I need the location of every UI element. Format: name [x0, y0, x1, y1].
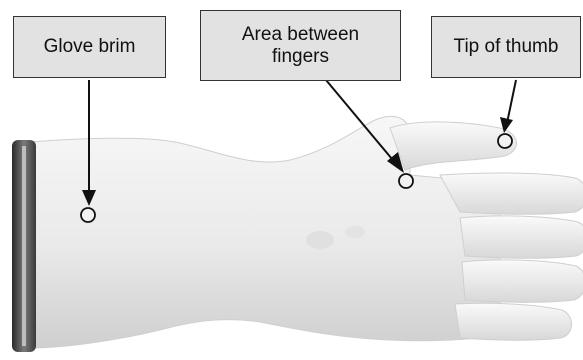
- middle-finger: [460, 216, 583, 258]
- label-glove-brim: Glove brim: [13, 16, 166, 78]
- label-tip-of-thumb: Tip of thumb: [431, 16, 581, 78]
- label-area-between-fingers-text: Area between fingers: [226, 24, 376, 68]
- brim-ring-highlight: [22, 146, 26, 346]
- index-finger: [440, 173, 583, 214]
- little-finger: [455, 303, 572, 340]
- palm-texture: [345, 226, 365, 238]
- marker-tip-of-thumb: [498, 134, 512, 148]
- ring-finger: [462, 260, 583, 302]
- pointer-line-thumb: [507, 80, 516, 123]
- label-glove-brim-text: Glove brim: [44, 36, 136, 58]
- thumb: [390, 122, 516, 170]
- marker-area-between-fingers: [399, 174, 413, 188]
- palm-texture: [306, 231, 334, 249]
- marker-glove-brim: [81, 208, 95, 222]
- label-area-between-fingers: Area between fingers: [200, 10, 401, 81]
- label-tip-of-thumb-text: Tip of thumb: [454, 36, 559, 58]
